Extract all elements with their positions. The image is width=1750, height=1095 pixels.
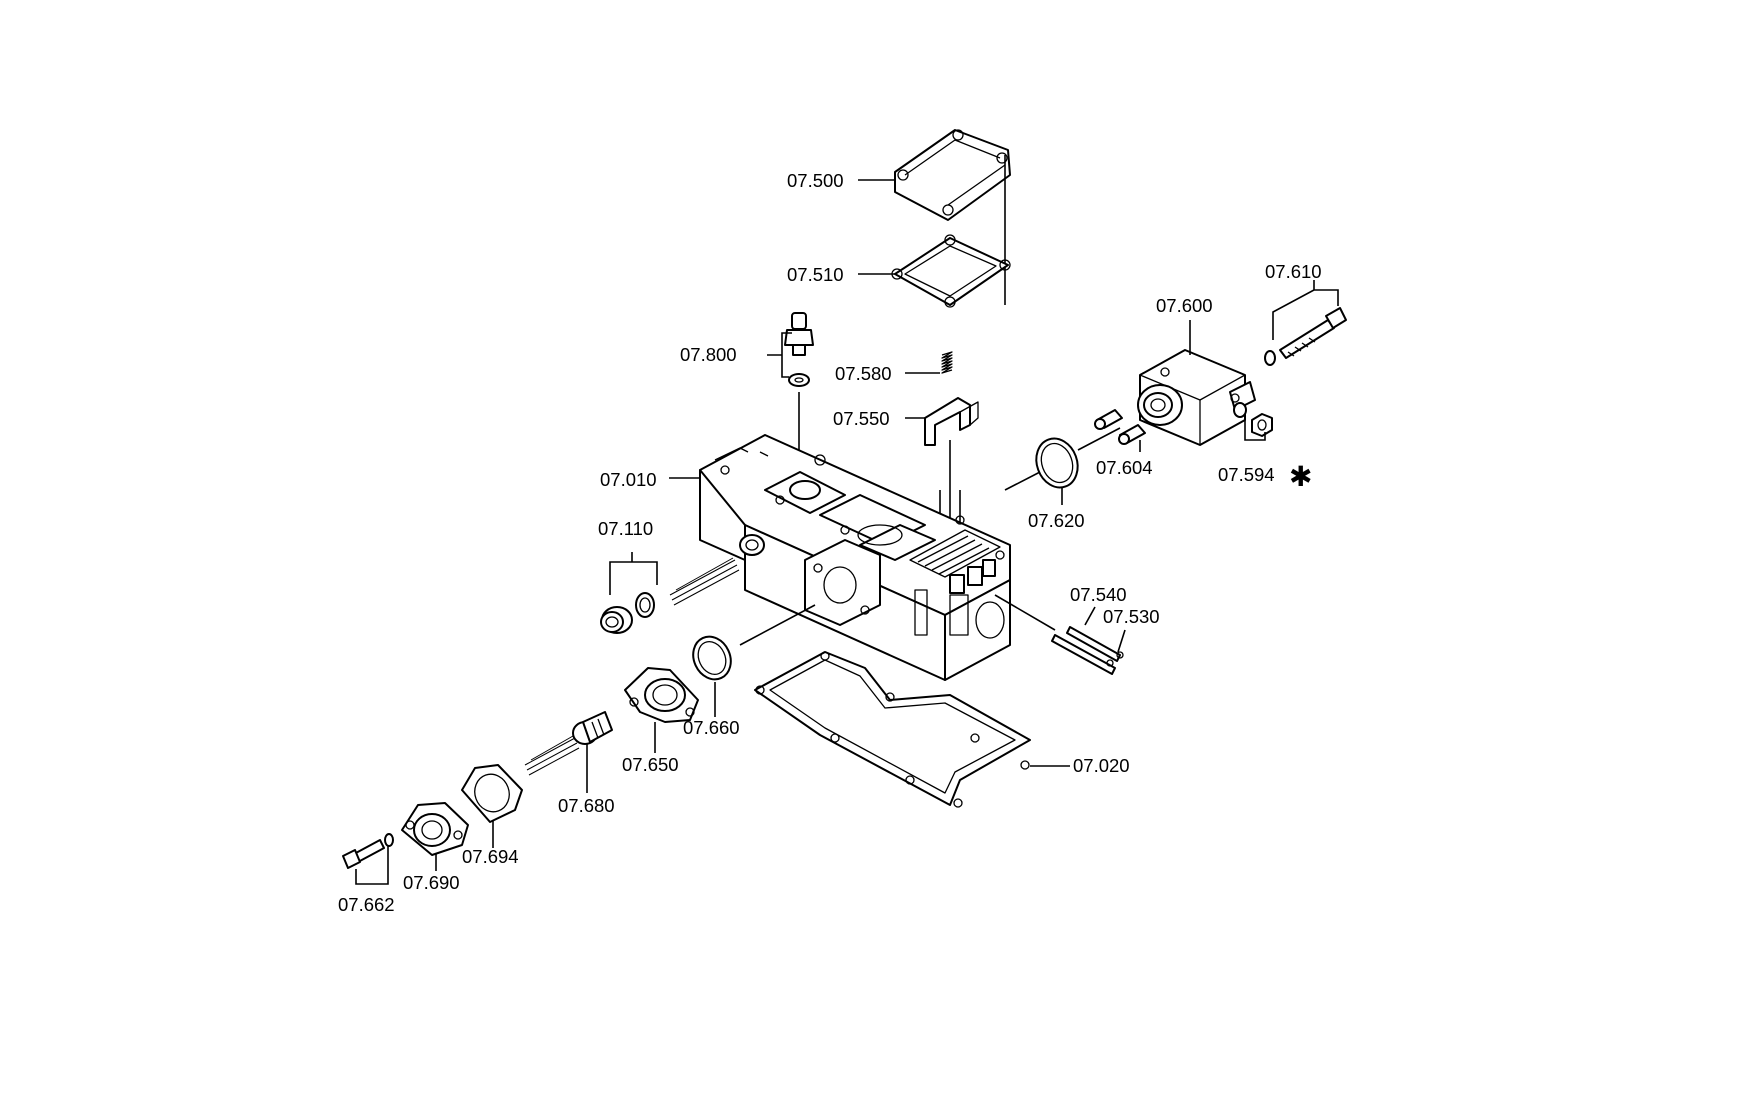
label-07-020: 07.020	[1073, 755, 1130, 776]
valve-housing-drawing	[699, 434, 1011, 681]
plug-drawing	[600, 557, 740, 634]
o-ring-large-drawing	[1004, 427, 1121, 491]
pin-drawing	[1094, 409, 1146, 445]
label-07-610: 07.610	[1265, 261, 1322, 282]
nut-drawing	[1233, 402, 1273, 437]
label-07-530: 07.530	[1103, 606, 1160, 627]
thermostat-drawing	[524, 711, 613, 776]
cover-gasket-drawing	[891, 234, 1011, 308]
callout-leaders	[355, 179, 1339, 885]
sensor-drawing	[784, 312, 814, 465]
label-07-580: 07.580	[835, 363, 892, 384]
solenoid-valve-drawing	[1137, 340, 1256, 446]
label-07-550: 07.550	[833, 408, 890, 429]
label-07-680: 07.680	[558, 795, 615, 816]
label-07-594: 07.594	[1218, 464, 1275, 485]
label-07-662: 07.662	[338, 894, 395, 915]
label-07-660: 07.660	[683, 717, 740, 738]
label-07-600: 07.600	[1156, 295, 1213, 316]
label-07-800: 07.800	[680, 344, 737, 365]
asterisk-mark: ✱	[1289, 461, 1312, 492]
label-07-620: 07.620	[1028, 510, 1085, 531]
cover-plate-drawing	[894, 129, 1011, 305]
label-07-694: 07.694	[462, 846, 519, 867]
screw-drawing	[342, 833, 394, 869]
bolt-drawing	[1264, 307, 1347, 366]
label-07-540: 07.540	[1070, 584, 1127, 605]
label-07-500: 07.500	[787, 170, 844, 191]
label-07-010: 07.010	[600, 469, 657, 490]
label-07-690: 07.690	[403, 872, 460, 893]
thermostat-cover-drawing	[401, 802, 469, 856]
spring-drawing	[941, 351, 953, 374]
part-labels: 07.500 07.510 07.800 07.580 07.550 07.01…	[338, 170, 1322, 915]
thermostat-housing-drawing	[624, 667, 699, 723]
label-07-650: 07.650	[622, 754, 679, 775]
label-07-510: 07.510	[787, 264, 844, 285]
label-07-110: 07.110	[598, 518, 653, 539]
o-ring-small-drawing	[692, 604, 816, 681]
housing-gasket-drawing	[754, 651, 1031, 808]
rod-drawing	[994, 594, 1124, 675]
label-07-604: 07.604	[1096, 457, 1153, 478]
flange-gasket-drawing	[461, 764, 523, 823]
